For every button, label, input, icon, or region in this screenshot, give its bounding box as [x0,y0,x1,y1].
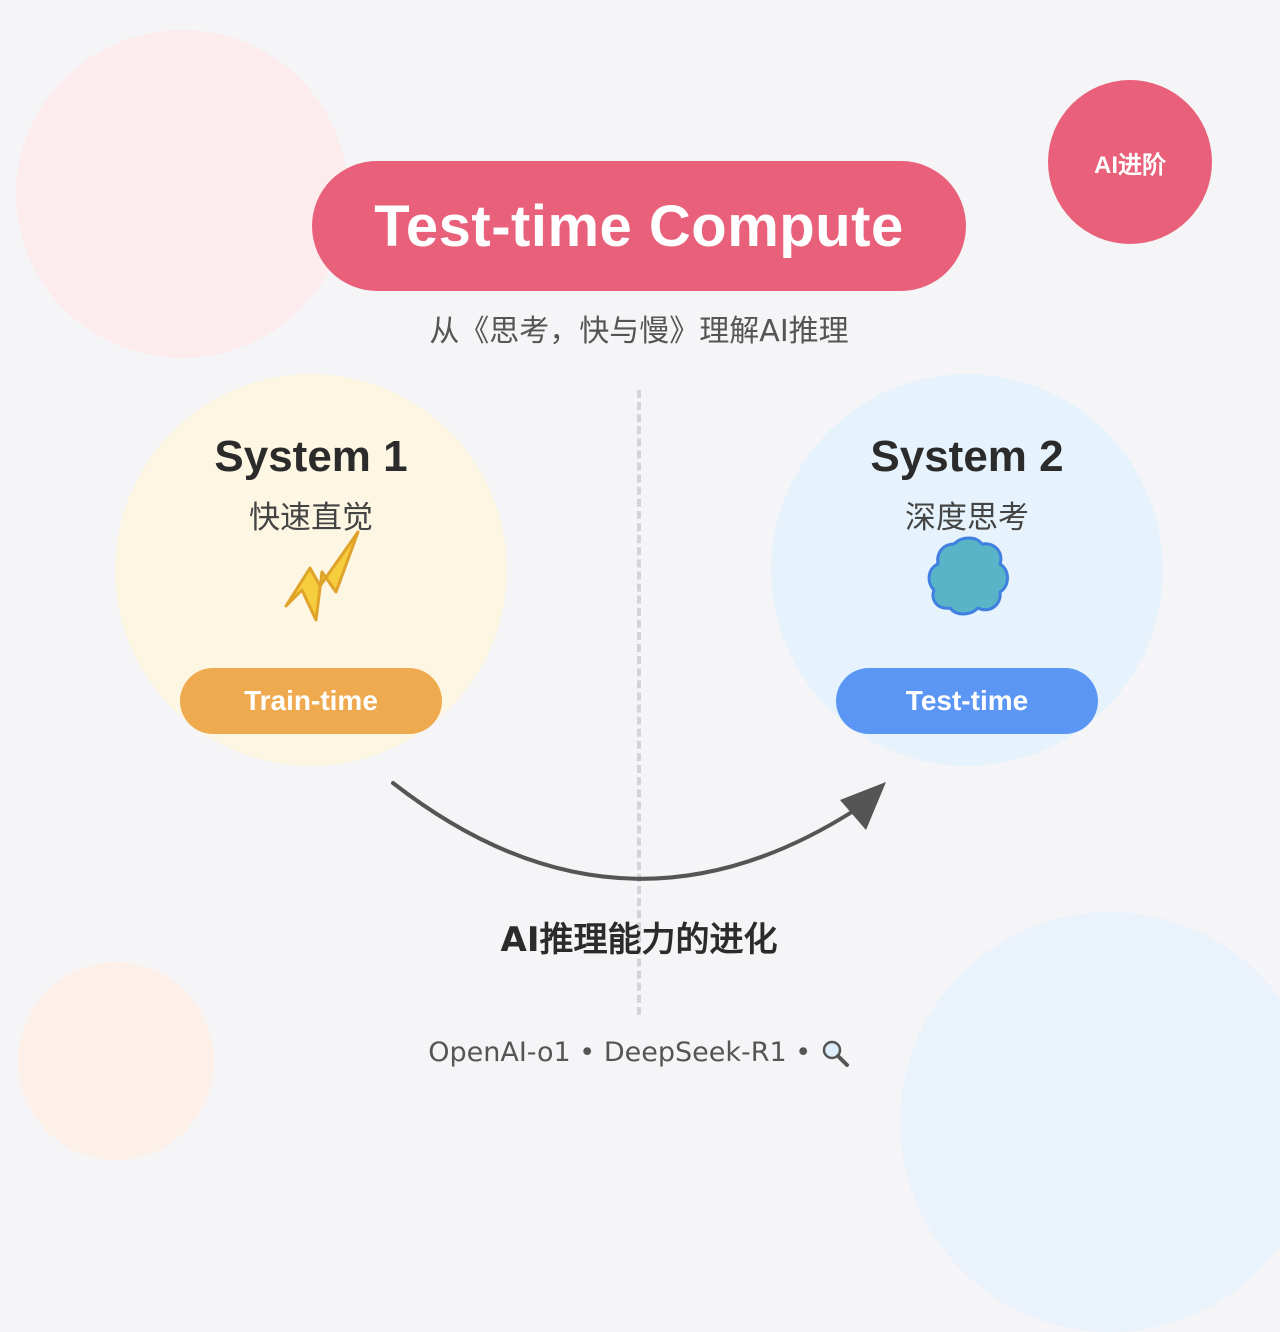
magnifier-icon [822,1040,849,1067]
system1-title: System 1 [214,432,408,481]
lightning-icon [284,530,360,622]
model-footer: OpenAI-o1 • DeepSeek-R1 • [0,1036,1278,1068]
page-subtitle: 从《思考，快与慢》理解AI推理 [429,314,849,349]
system2-subtitle: 深度思考 [905,500,1029,536]
train-time-pill: Train-time [180,668,442,734]
page-title: Test-time Compute [312,161,966,291]
system2-title: System 2 [870,432,1064,481]
decorative-circle-blue [900,912,1280,1332]
system1-subtitle: 快速直觉 [249,500,373,536]
decorative-circle-peach [18,962,214,1160]
ai-advanced-badge: AI进阶 [1048,80,1212,244]
evolution-arrow [391,781,886,881]
center-divider [637,390,641,1015]
decorative-circle-pink [16,30,348,358]
evolution-caption: AI推理能力的进化 [500,920,778,960]
model-list: OpenAI-o1 • DeepSeek-R1 • [428,1037,812,1068]
cloud-icon [927,536,1009,616]
test-time-pill: Test-time [836,668,1098,734]
